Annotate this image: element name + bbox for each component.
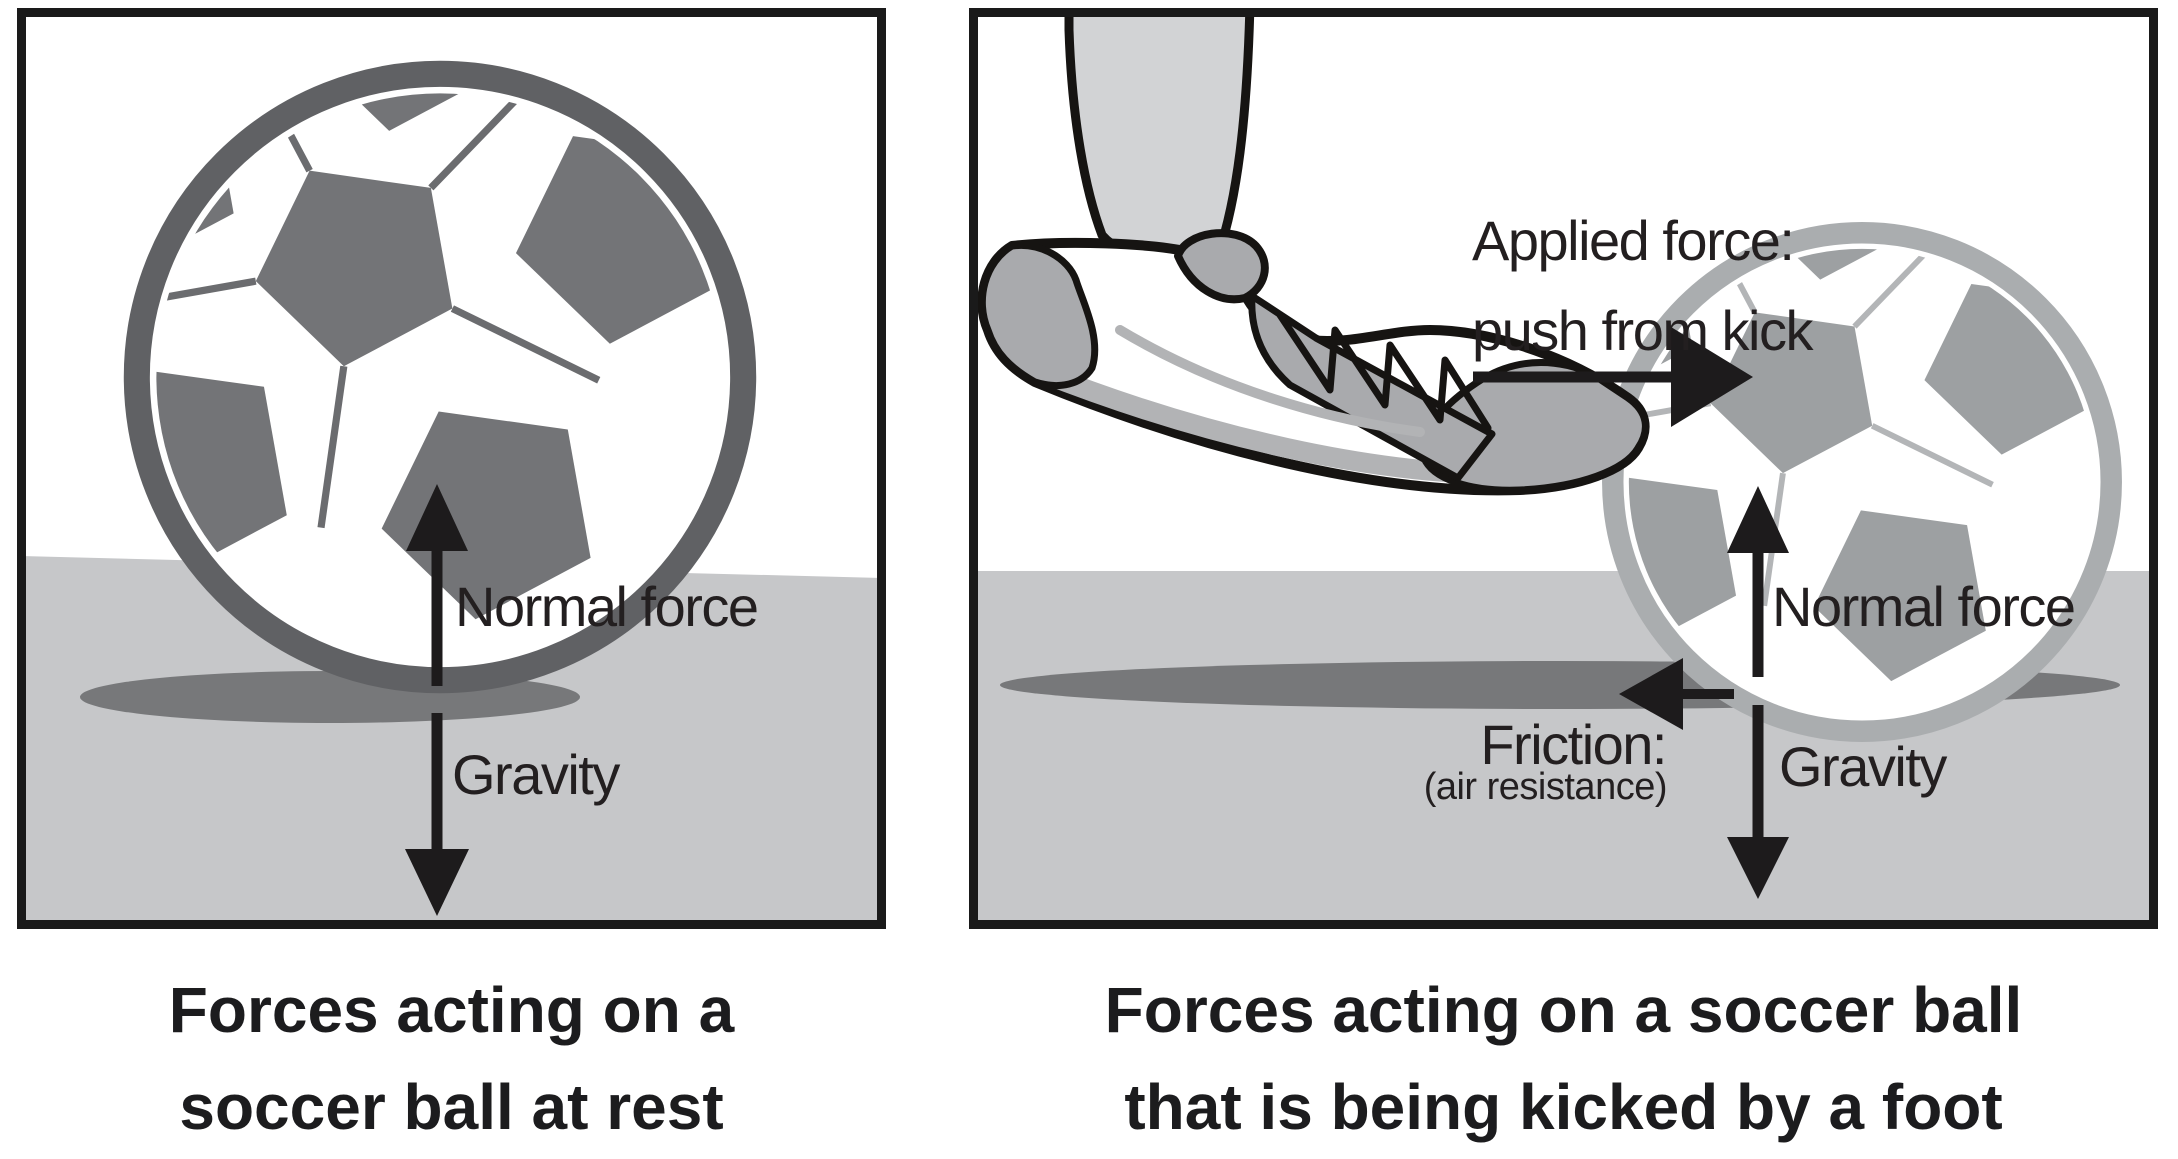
caption-left-line1: Forces acting on a [168, 974, 735, 1046]
friction-note-label: (air resistance) [1423, 766, 1668, 808]
applied-force-label: Applied force: push from kick [1472, 196, 1814, 376]
applied-force-arrow [1473, 327, 1753, 427]
caption-right-line2: that is being kicked by a foot [1124, 1071, 2003, 1143]
caption-right-line1: Forces acting on a soccer ball [1104, 974, 2023, 1046]
kicking-leg [1064, 13, 1255, 267]
normal-force-arrow-left [406, 484, 468, 686]
applied-force-label-line2: push from kick [1472, 299, 1814, 362]
normal-force-arrow-right [1727, 486, 1789, 677]
shoe-toe-patch [1419, 359, 1649, 494]
shoe-heel-patch [978, 241, 1099, 389]
friction-arrow [1619, 658, 1734, 730]
caption-left: Forces acting on a soccer ball at rest [17, 962, 886, 1156]
shoe-tongue [1174, 229, 1269, 304]
soccer-shoe [977, 229, 1650, 496]
normal-force-label-right: Normal force [1772, 575, 2076, 638]
right-panel-scene [973, 13, 2154, 925]
gravity-arrow-left [405, 713, 469, 916]
friction-label: Friction: [1480, 713, 1667, 776]
normal-force-label-left: Normal force [455, 575, 759, 638]
caption-left-line2: soccer ball at rest [179, 1071, 724, 1143]
left-panel-scene [21, 0, 882, 925]
left-panel-border [17, 8, 886, 929]
caption-right: Forces acting on a soccer ball that is b… [969, 962, 2158, 1156]
right-panel-border [969, 8, 2158, 929]
ground-left [21, 556, 882, 925]
gravity-arrow-right [1727, 705, 1789, 899]
shoe-swoosh [1115, 325, 1425, 437]
gravity-label-left: Gravity [452, 743, 620, 806]
ball-shadow-left [80, 671, 580, 723]
shoe-laces [1276, 311, 1492, 432]
gravity-label-right: Gravity [1779, 735, 1947, 798]
applied-force-label-line1: Applied force: [1472, 209, 1795, 272]
